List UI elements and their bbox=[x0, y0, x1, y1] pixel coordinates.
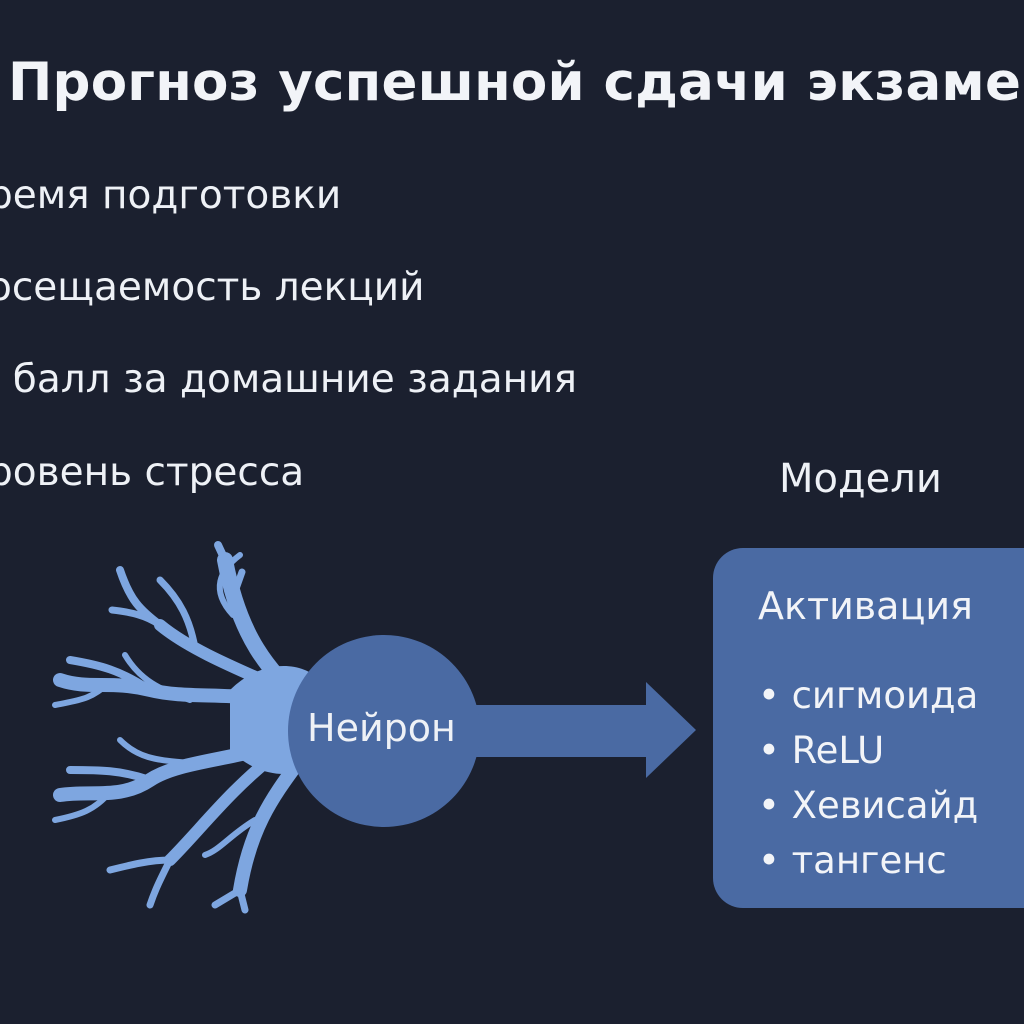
activation-item: сигмоида bbox=[758, 668, 979, 723]
activation-list: сигмоида ReLU Хевисайд тангенс bbox=[758, 668, 979, 888]
feature-item: . балл за домашние задания bbox=[0, 357, 577, 402]
neuron-body bbox=[288, 635, 480, 827]
feature-item: осещаемость лекций bbox=[0, 265, 425, 310]
activation-title: Активация bbox=[758, 584, 973, 628]
feature-item: ремя подготовки bbox=[0, 173, 342, 218]
feature-list: ремя подготовки осещаемость лекций . бал… bbox=[0, 0, 688, 520]
page-title: Прогноз успешной сдачи экзамен bbox=[8, 52, 1024, 113]
activation-box: Активация сигмоида ReLU Хевисайд тангенс bbox=[713, 548, 1024, 908]
models-heading: Модели bbox=[779, 456, 942, 502]
activation-item: тангенс bbox=[758, 833, 978, 888]
activation-item: Хевисайд bbox=[758, 778, 979, 833]
neuron-label: Нейрон bbox=[307, 706, 456, 750]
feature-item: ровень стресса bbox=[0, 450, 305, 495]
activation-item: ReLU bbox=[758, 723, 978, 778]
